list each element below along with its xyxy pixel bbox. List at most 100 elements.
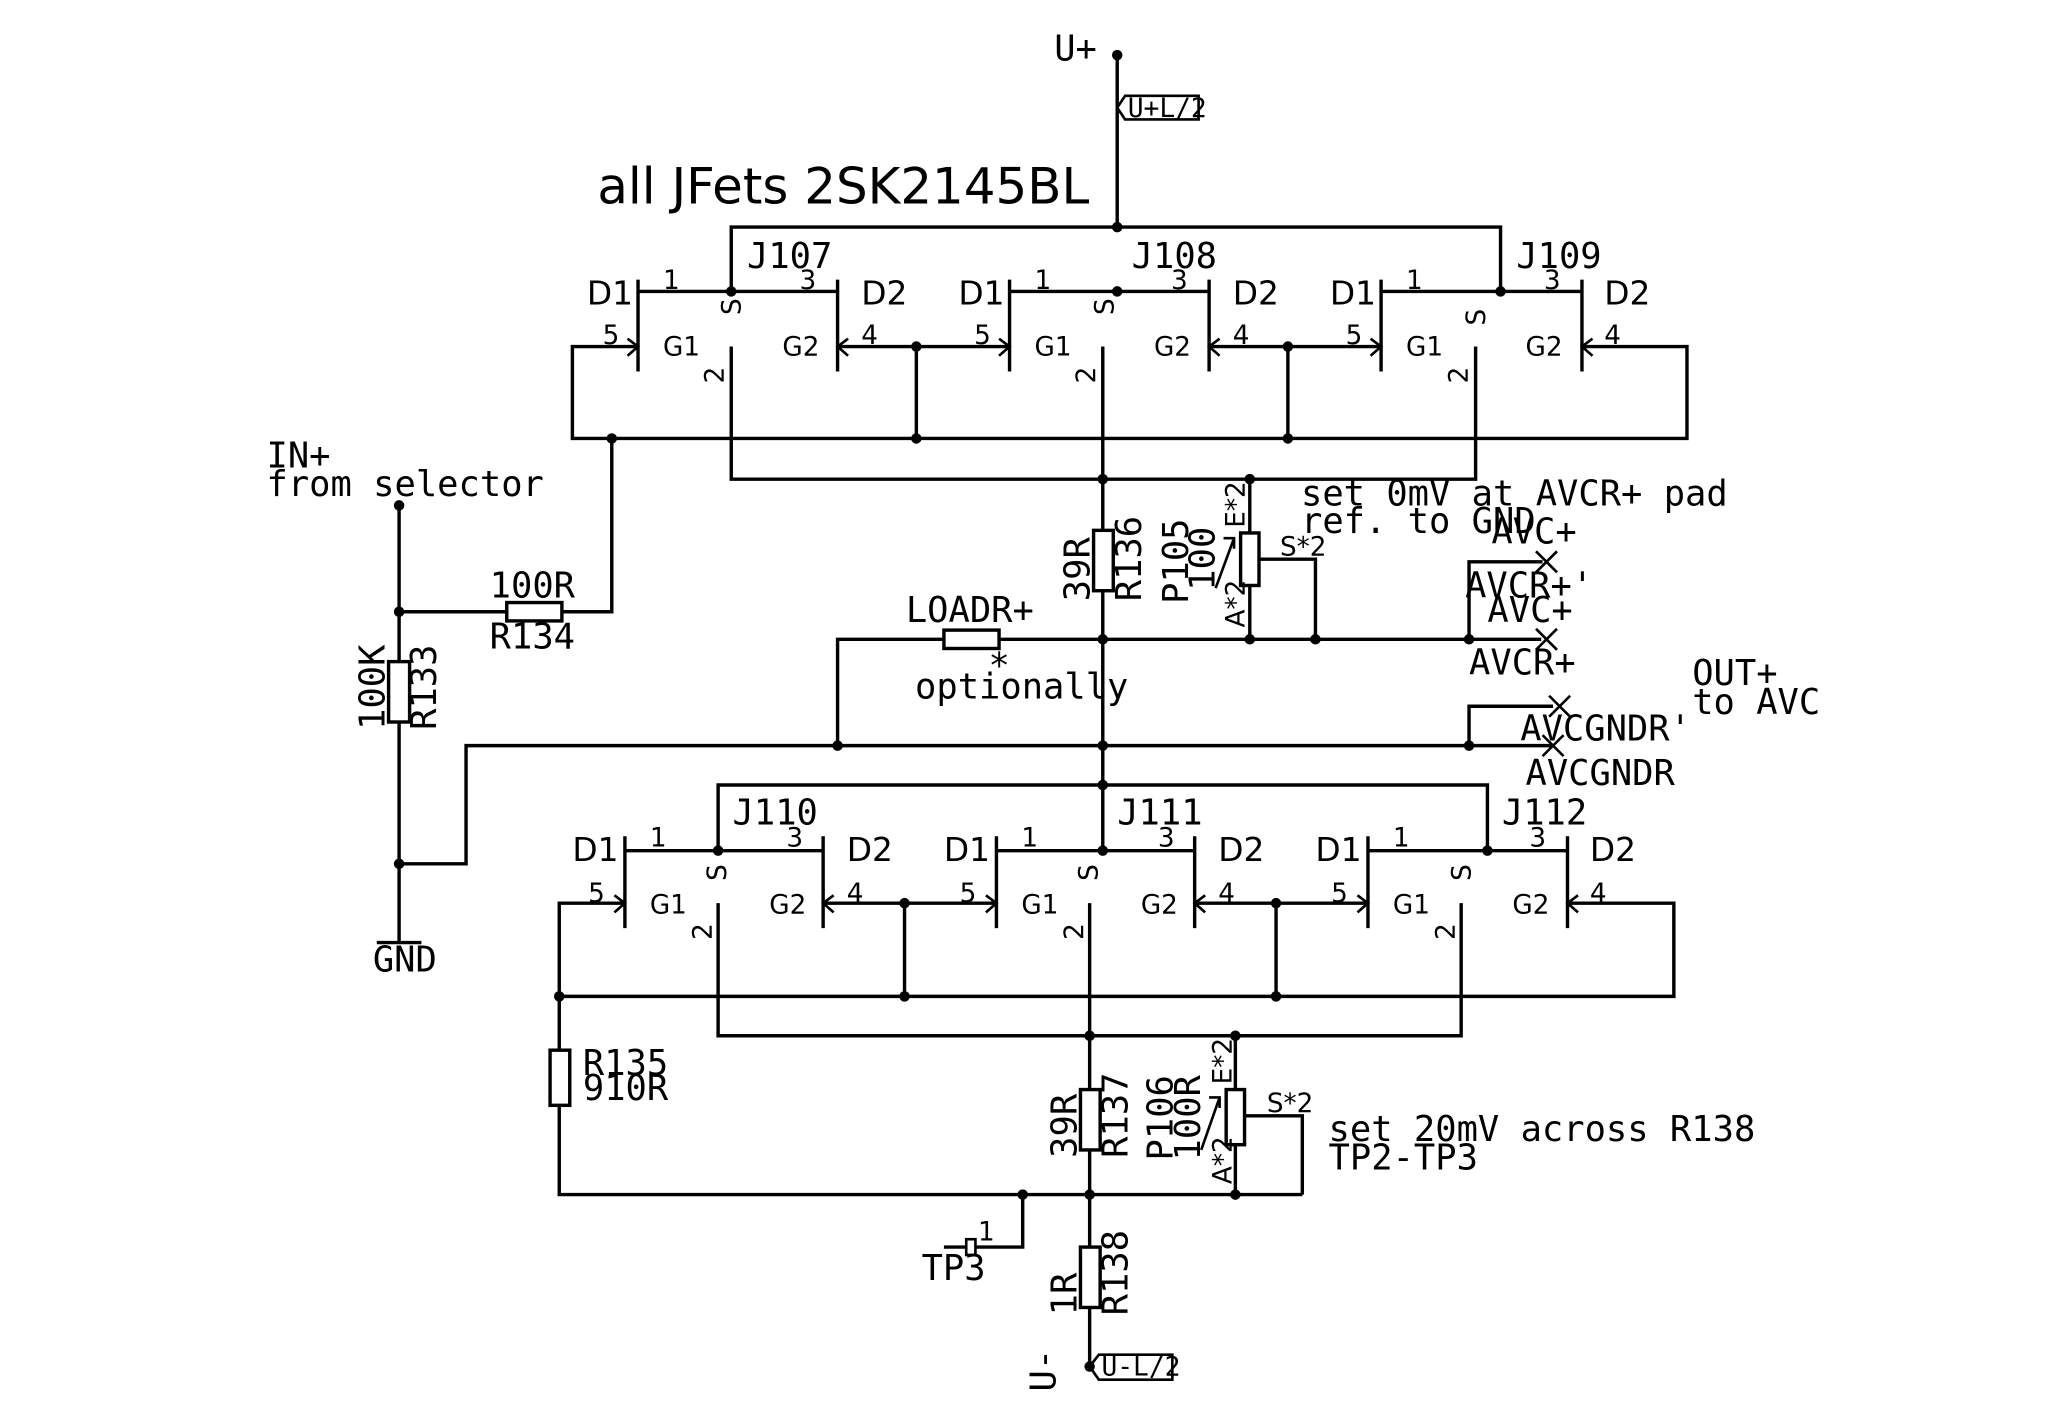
svg-text:G1: G1: [1035, 333, 1072, 363]
jfet-j112: J112 D1 D2 1 3 5 4 G1 G2 S 2: [1315, 792, 1636, 940]
svg-text:E*2: E*2: [1208, 1038, 1238, 1084]
svg-text:A*2: A*2: [1208, 1136, 1238, 1184]
svg-text:D2: D2: [1590, 831, 1636, 869]
svg-text:D1: D1: [587, 275, 633, 313]
svg-text:D2: D2: [1218, 831, 1264, 869]
svg-text:3: 3: [1171, 266, 1188, 296]
jfet-group-top: J107 D1 D2 1 3 5 4 G1 G2 S 2 J108 D1 D2 …: [570, 236, 1689, 531]
svg-text:4: 4: [1590, 879, 1607, 909]
svg-text:E*2: E*2: [1222, 481, 1252, 527]
svg-text:4: 4: [1218, 879, 1235, 909]
svg-text:S: S: [1075, 864, 1105, 881]
svg-text:G1: G1: [650, 891, 687, 921]
gnd-label: GND: [373, 939, 437, 980]
svg-text:1: 1: [1035, 266, 1052, 296]
r133-ref: R133: [404, 645, 445, 730]
loadr-note: optionally: [915, 666, 1128, 707]
svg-text:3: 3: [800, 266, 817, 296]
u-minus-flag: U-L/2: [1101, 1353, 1180, 1383]
avcr-plus-prime-label: AVCR+': [1465, 565, 1593, 606]
svg-text:4: 4: [861, 321, 878, 351]
loadr-ref: LOADR+: [906, 590, 1034, 631]
svg-text:3: 3: [786, 824, 803, 854]
avc-plus-label: AVC+: [1491, 511, 1576, 552]
input-network: IN+ from selector 100K R133 GND 100R R13…: [267, 435, 1470, 980]
jfet-ref: J107: [747, 236, 832, 277]
svg-text:A*2: A*2: [1222, 580, 1252, 628]
svg-text:S: S: [703, 864, 733, 881]
svg-text:1: 1: [1021, 824, 1038, 854]
svg-text:1: 1: [1406, 266, 1423, 296]
jfet-group-bottom: J110 D1 D2 1 3 5 4 G1 G2 S 2 J111 D1 D2 …: [554, 792, 1676, 1090]
svg-text:5: 5: [1346, 321, 1363, 351]
svg-text:3: 3: [1158, 824, 1175, 854]
p105-note-2: ref. to GND: [1301, 501, 1536, 542]
output-label: OUT+: [1692, 653, 1777, 694]
svg-text:G2: G2: [769, 891, 806, 921]
r137-value: 39R: [1045, 1093, 1086, 1158]
supply-positive: U+ U+L/2: [729, 28, 1503, 292]
jfet-j108: J108 D1 D2 1 3 5 4 G1 G2 S 2: [958, 236, 1279, 384]
r137-ref: R137: [1096, 1072, 1137, 1157]
p105-value: 100: [1182, 527, 1223, 591]
title: all JFets 2SK2145BL: [597, 157, 1089, 215]
svg-text:S: S: [1090, 298, 1120, 315]
jfet-ref: J110: [733, 792, 818, 833]
svg-text:2: 2: [1445, 367, 1475, 384]
svg-text:D2: D2: [847, 831, 893, 869]
svg-text:2: 2: [689, 923, 719, 940]
svg-text:5: 5: [603, 321, 620, 351]
svg-text:G2: G2: [1525, 333, 1562, 363]
svg-text:4: 4: [1233, 321, 1250, 351]
avc-plus2-label: AVC+: [1487, 590, 1572, 631]
avcgndr-prime-label: AVCGNDR': [1520, 708, 1691, 749]
svg-text:S: S: [1462, 309, 1492, 326]
svg-text:4: 4: [1604, 321, 1621, 351]
svg-text:S*2: S*2: [1280, 532, 1327, 562]
p105-ref: P105: [1156, 519, 1197, 604]
svg-text:D1: D1: [958, 275, 1004, 313]
p106-note-2: TP2-TP3: [1329, 1138, 1478, 1179]
r136-ref: R136: [1109, 516, 1150, 601]
svg-text:2: 2: [1060, 923, 1090, 940]
u-plus-label: U+: [1054, 28, 1097, 69]
svg-text:4: 4: [847, 879, 864, 909]
u-plus-flag: U+L/2: [1128, 94, 1207, 124]
svg-text:D2: D2: [1233, 275, 1279, 313]
r138-value: 1R: [1045, 1272, 1086, 1315]
u-minus-label: U-: [1024, 1349, 1065, 1392]
svg-text:D1: D1: [944, 831, 990, 869]
jfet-j110: J110 D1 D2 1 3 5 4 G1 G2 S 2: [572, 792, 893, 940]
avcgndr-label: AVCGNDR: [1525, 753, 1675, 794]
r135-value: 910R: [583, 1068, 669, 1109]
avcr-plus-label: AVCR+: [1469, 643, 1576, 684]
jfet-ref: J112: [1502, 792, 1587, 833]
r133-value: 100K: [353, 644, 394, 730]
svg-text:D1: D1: [1330, 275, 1376, 313]
svg-text:D2: D2: [861, 275, 907, 313]
bias-network: R135 910R 39R R137 E*2 S*2 A*2 P106 100R…: [548, 996, 1755, 1392]
r135-ref: R135: [583, 1043, 668, 1084]
p106-ref: P106: [1140, 1075, 1181, 1160]
svg-text:G1: G1: [1021, 891, 1058, 921]
svg-text:5: 5: [960, 879, 977, 909]
svg-text:G1: G1: [1406, 333, 1443, 363]
svg-text:D1: D1: [1315, 831, 1361, 869]
r134-value: 100R: [490, 565, 576, 606]
svg-text:G2: G2: [1141, 891, 1178, 921]
svg-text:2: 2: [700, 367, 730, 384]
svg-text:G1: G1: [663, 333, 700, 363]
svg-text:5: 5: [1331, 879, 1348, 909]
r138-ref: R138: [1096, 1230, 1137, 1315]
input-sublabel: from selector: [267, 464, 544, 505]
svg-text:3: 3: [1544, 266, 1561, 296]
input-label: IN+: [267, 435, 331, 476]
svg-text:S: S: [1447, 864, 1477, 881]
tp3-ref: TP3: [922, 1248, 986, 1289]
r136-value: 39R: [1058, 537, 1099, 602]
jfet-ref: J111: [1117, 792, 1202, 833]
svg-text:2: 2: [1072, 367, 1102, 384]
svg-text:1: 1: [650, 824, 667, 854]
svg-text:2: 2: [1432, 923, 1462, 940]
